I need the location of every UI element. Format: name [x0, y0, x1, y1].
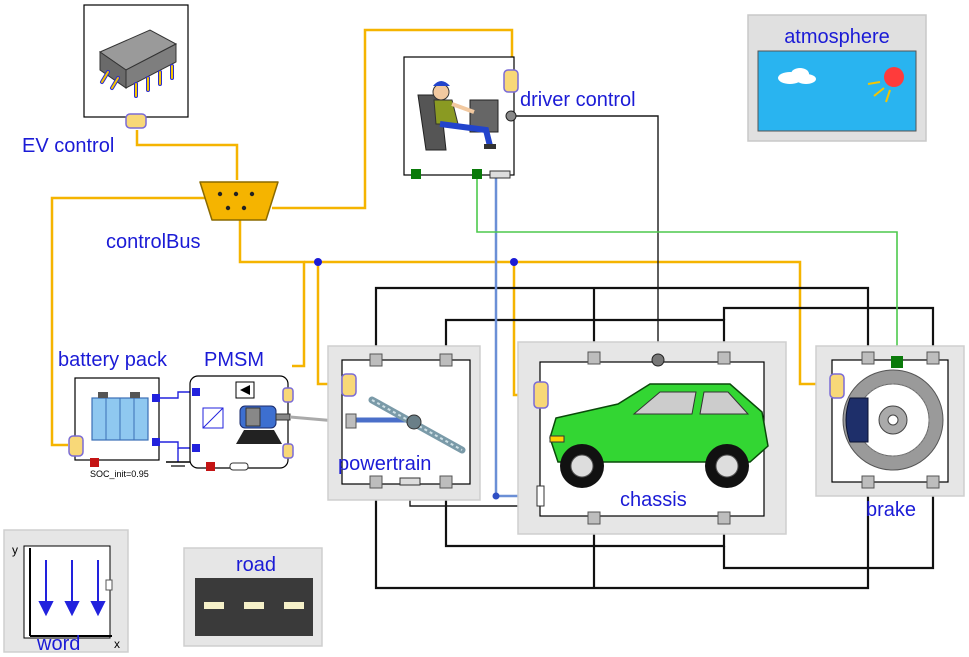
pmsm-block[interactable]: PMSM: [189, 349, 294, 471]
powertrain-speed-port[interactable]: [399, 477, 421, 486]
powertrain-bus-port[interactable]: [341, 373, 357, 397]
bus-connector-pins: [217, 191, 255, 211]
gravity-arrows-icon: [29, 548, 112, 637]
brake-label: brake: [866, 499, 916, 521]
control-bus-block[interactable]: controlBus: [106, 181, 279, 253]
brake-bus-port[interactable]: [829, 373, 845, 399]
powertrain-flanges[interactable]: [345, 353, 453, 489]
chassis-block[interactable]: chassis: [517, 341, 787, 535]
driver-control-label: driver control: [520, 89, 636, 111]
world-axis-x: x: [114, 637, 120, 651]
driver-control-block[interactable]: driver control: [403, 56, 636, 179]
chassis-flanges[interactable]: [587, 351, 731, 525]
battery-pack-label: battery pack: [58, 349, 168, 371]
powertrain-label: powertrain: [338, 453, 431, 475]
pmsm-sensor-port[interactable]: [229, 462, 249, 471]
car-icon: [549, 383, 769, 488]
pmsm-electric-pins[interactable]: [192, 388, 200, 452]
driver-control-port-2[interactable]: [472, 169, 482, 179]
world-axis-y: y: [12, 543, 18, 557]
driver-control-speed-port[interactable]: [489, 170, 511, 179]
cloud-icon: [778, 68, 816, 84]
ev-control-bus-port[interactable]: [125, 113, 147, 129]
motor-icon: [202, 381, 291, 444]
battery-heat-port[interactable]: [90, 458, 99, 467]
brake-disc-icon: [842, 369, 944, 471]
ev-control-block[interactable]: EV control: [22, 4, 189, 157]
chassis-speed-port[interactable]: [536, 485, 545, 507]
sky-sun-cloud-icon: [757, 50, 917, 132]
road-block[interactable]: road: [183, 547, 323, 647]
battery-icon: [91, 392, 149, 441]
battery-soc-param: SOC_init=0.95: [90, 469, 149, 479]
chassis-bus-port[interactable]: [533, 381, 549, 409]
sun-icon: [867, 67, 904, 103]
chassis-label: chassis: [620, 489, 687, 511]
driver-control-port-1[interactable]: [411, 169, 421, 179]
chassis-input-port[interactable]: [651, 353, 665, 367]
pmsm-bus-port-2[interactable]: [282, 443, 294, 459]
brake-block[interactable]: brake: [815, 345, 965, 521]
brake-input-port[interactable]: [891, 356, 903, 368]
brake-signal-wire: [476, 175, 898, 360]
ev-control-label: EV control: [22, 135, 114, 157]
driver-seat-icon: [417, 81, 499, 151]
atmosphere-block[interactable]: atmosphere: [747, 14, 927, 142]
brake-flanges[interactable]: [861, 351, 940, 489]
pmsm-heat-port[interactable]: [206, 462, 215, 471]
road-lane-marks: [204, 602, 304, 609]
driveshaft-icon: [354, 396, 466, 454]
control-bus-label: controlBus: [106, 231, 201, 253]
driver-control-output-port[interactable]: [505, 110, 517, 122]
world-block[interactable]: y x word: [3, 529, 129, 655]
battery-positive-pin[interactable]: [152, 394, 160, 402]
pmsm-label: PMSM: [204, 349, 264, 371]
junction-dots: [314, 258, 518, 266]
chip-icon: [98, 29, 178, 98]
bus-connector-icon: [199, 181, 279, 221]
road-label: road: [236, 554, 276, 576]
atmosphere-label: atmosphere: [784, 26, 890, 48]
electrical-wires: [160, 391, 196, 467]
world-port[interactable]: [105, 579, 113, 591]
powertrain-block[interactable]: powertrain: [327, 345, 481, 501]
battery-pack-block[interactable]: SOC_init=0.95 battery pack: [58, 349, 168, 479]
battery-negative-pin[interactable]: [152, 438, 160, 446]
driver-control-bus-port[interactable]: [503, 69, 519, 93]
pmsm-bus-port[interactable]: [282, 387, 294, 403]
world-label: word: [36, 633, 80, 655]
battery-bus-port[interactable]: [68, 435, 84, 457]
